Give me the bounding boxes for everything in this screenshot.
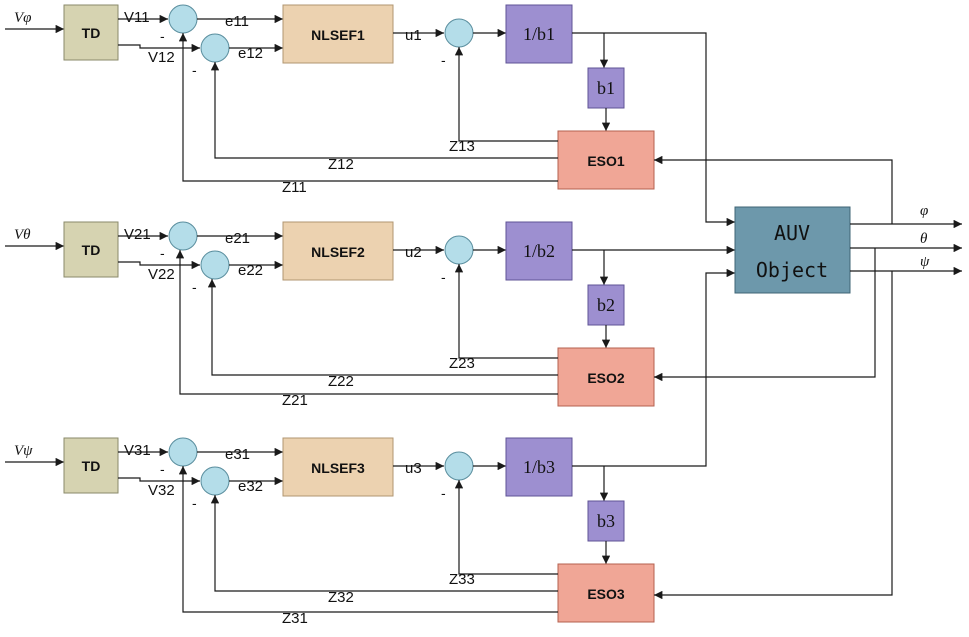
nlsef-block-2 (282, 221, 394, 281)
auv-label-line2: Object (756, 258, 828, 282)
gain-block-3 (587, 500, 625, 542)
e1-label-3: e31 (225, 446, 250, 463)
channel-3: Vψ TD V31 V32 - - e31 e32 NLSEF3 u3 - 1/… (5, 268, 735, 627)
z1-label-3: Z31 (282, 610, 308, 627)
u-label-3: u3 (405, 460, 422, 477)
nlsef-block-3 (282, 437, 394, 497)
summing-junction-1a (168, 4, 198, 34)
nlsef-label-1: NLSEF1 (311, 27, 365, 43)
z2-label-3: Z32 (328, 589, 354, 606)
minus-sign: - (441, 269, 446, 285)
z2-label-2: Z22 (328, 373, 354, 390)
z3-label-1: Z13 (449, 138, 475, 155)
nlsef-label-3: NLSEF3 (311, 460, 365, 476)
e2-label-1: e12 (238, 45, 263, 62)
summing-junction-3b (200, 466, 230, 496)
td-block-2 (63, 221, 119, 278)
minus-sign: - (441, 485, 446, 501)
input-label-3: Vψ (14, 443, 33, 459)
eso-label-1: ESO1 (587, 153, 625, 169)
inverse-gain-label-2: 1/b2 (523, 241, 555, 261)
minus-sign: - (192, 62, 197, 78)
e1-label-1: e11 (225, 13, 249, 30)
v1-label-3: V31 (124, 442, 151, 459)
z3-label-2: Z23 (449, 355, 475, 372)
v2-label-2: V22 (148, 266, 175, 283)
z3-label-3: Z33 (449, 571, 475, 588)
eso-label-3: ESO3 (587, 586, 625, 602)
minus-sign: - (192, 495, 197, 511)
inverse-gain-block-1 (505, 4, 573, 64)
e1-label-2: e21 (225, 230, 250, 247)
summing-junction-1c (444, 18, 474, 48)
minus-sign: - (160, 245, 165, 261)
z2-label-1: Z12 (328, 156, 354, 173)
channel-2: Vθ TD V21 V22 - - e21 e22 NLSEF2 u2 - 1/… (5, 221, 735, 409)
eso-block-3 (557, 563, 655, 623)
u-label-1: u1 (405, 27, 422, 44)
v1-label-2: V21 (124, 226, 151, 243)
minus-sign: - (192, 279, 197, 295)
inverse-gain-label-3: 1/b3 (523, 457, 555, 477)
output-label-phi: φ (920, 203, 928, 219)
z1-label-1: Z11 (282, 179, 307, 196)
eso-label-2: ESO2 (587, 370, 625, 386)
output-label-theta: θ (920, 231, 928, 247)
td-label-2: TD (82, 242, 101, 258)
summing-junction-3a (168, 437, 198, 467)
minus-sign: - (441, 52, 446, 68)
u-label-2: u2 (405, 244, 422, 261)
summing-junction-2b (200, 250, 230, 280)
td-label-3: TD (82, 458, 101, 474)
summing-junction-2c (444, 235, 474, 265)
td-label-1: TD (82, 25, 101, 41)
gain-label-3: b3 (597, 511, 615, 531)
nlsef-block-1 (282, 4, 394, 64)
td-block-1 (63, 4, 119, 61)
v2-label-3: V32 (148, 482, 175, 499)
e2-label-2: e22 (238, 262, 263, 279)
output-label-psi: ψ (920, 254, 930, 270)
td-block-3 (63, 437, 119, 494)
gain-label-2: b2 (597, 295, 615, 315)
inverse-gain-block-2 (505, 221, 573, 281)
summing-junction-3c (444, 451, 474, 481)
gain-block-2 (587, 284, 625, 326)
v1-label-1: V11 (124, 9, 150, 26)
summing-junction-1b (200, 33, 230, 63)
minus-sign: - (160, 461, 165, 477)
inverse-gain-label-1: 1/b1 (523, 24, 555, 44)
minus-sign: - (160, 28, 165, 44)
inverse-gain-block-3 (505, 437, 573, 497)
input-label-1: Vφ (14, 10, 31, 26)
z1-label-2: Z21 (282, 392, 308, 409)
nlsef-label-2: NLSEF2 (311, 244, 365, 260)
e2-label-3: e32 (238, 478, 263, 495)
eso-block-2 (557, 347, 655, 407)
summing-junction-2a (168, 221, 198, 251)
channel-1: Vφ TD V11 V12 - - e11 e12 NLSEF1 u1 - 1/… (5, 4, 735, 227)
gain-label-1: b1 (597, 78, 615, 98)
auv-object-block (734, 206, 851, 294)
input-label-2: Vθ (14, 227, 31, 243)
auv-label-line1: AUV (774, 221, 810, 245)
v2-label-1: V12 (148, 49, 175, 66)
